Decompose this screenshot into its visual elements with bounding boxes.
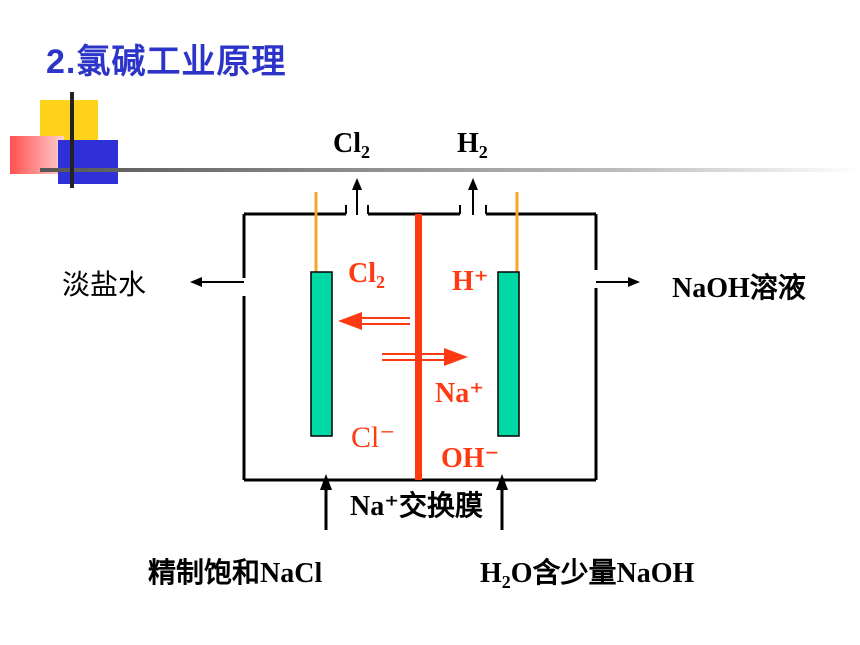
cathode-electrode: [497, 271, 520, 437]
na-plus-label: Na⁺: [435, 378, 484, 409]
arrow-right-na: [382, 348, 468, 366]
slide-title: 2.氯碱工业原理: [46, 43, 287, 81]
arrow-up-inlet-right: [496, 474, 508, 530]
ion-exchange-membrane: [415, 214, 422, 480]
cl-minus-label: Cl⁻: [351, 421, 395, 454]
anode-electrode: [310, 271, 333, 437]
corner-decoration: [10, 92, 860, 188]
cl2-gas-label: Cl2: [333, 128, 370, 162]
arrow-up-cl2: [352, 178, 362, 215]
dilute-brine-label: 淡盐水: [62, 269, 146, 301]
arrow-up-h2: [468, 178, 478, 215]
arrow-left-cl2: [338, 312, 410, 330]
inlet-left-label: 精制饱和NaCl: [148, 557, 322, 589]
h2-gas-label: H2: [457, 128, 488, 162]
gas-outlets: [345, 205, 487, 214]
arrow-right-naoh: [596, 277, 640, 287]
naoh-solution-label: NaOH溶液: [672, 271, 806, 304]
h-plus-label: H⁺: [452, 266, 489, 297]
cl2-ion-label: Cl2: [348, 258, 385, 292]
inlet-right-label: H2O含少量NaOH: [480, 556, 695, 592]
arrow-left-brine: [190, 277, 244, 287]
arrow-up-inlet-left: [320, 474, 332, 530]
membrane-label: Na⁺交换膜: [350, 489, 483, 522]
oh-minus-label: OH⁻: [441, 443, 499, 474]
